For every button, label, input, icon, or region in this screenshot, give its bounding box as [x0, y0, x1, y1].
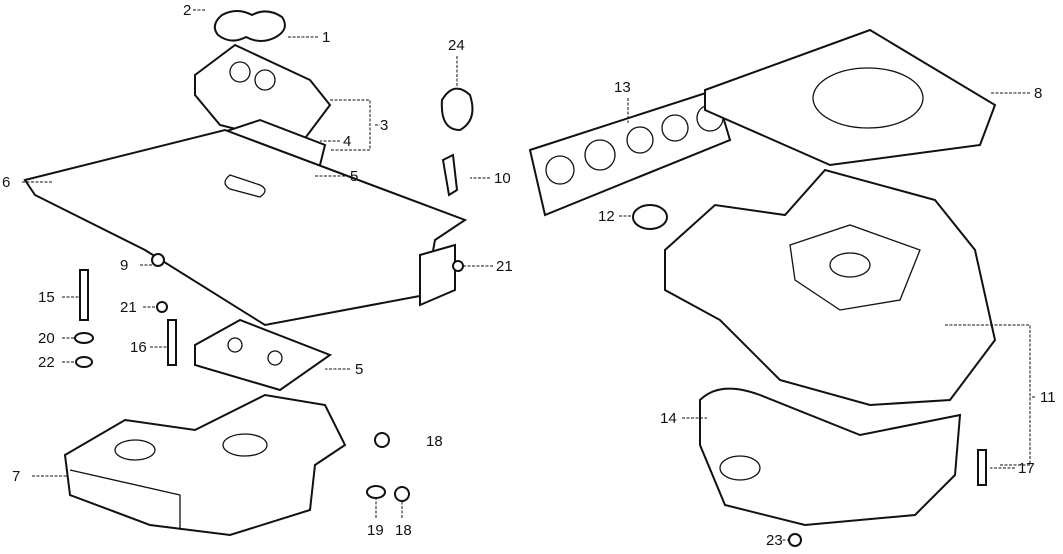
exhaust-manifold [664, 168, 997, 407]
heat-shield-plate [23, 128, 468, 327]
callout-4: 4 [343, 133, 351, 150]
callout-21: 21 [496, 258, 513, 275]
lower-heat-shield [699, 387, 987, 547]
callout-22: 22 [38, 354, 55, 371]
callout-15: 15 [38, 289, 55, 306]
callout-13: 13 [614, 79, 631, 96]
intake-manifold [63, 393, 347, 537]
callout-18: 18 [395, 522, 412, 539]
callout-6: 6 [2, 174, 10, 191]
callout-8: 8 [1034, 85, 1042, 102]
callout-21: 21 [120, 299, 137, 316]
callout-19: 19 [367, 522, 384, 539]
callout-11: 11 [1040, 389, 1056, 406]
callout-5: 5 [350, 168, 358, 185]
callout-1: 1 [322, 29, 330, 46]
callout-7: 7 [12, 468, 20, 485]
callout-16: 16 [130, 339, 147, 356]
callout-2: 2 [183, 2, 191, 19]
callout-24: 24 [448, 37, 465, 54]
lower-gasket [194, 318, 333, 392]
leader-lines [22, 9, 1035, 541]
exhaust-manifold-gasket [528, 88, 732, 217]
callout-12: 12 [598, 208, 615, 225]
fasteners [74, 87, 474, 502]
callout-5: 5 [355, 361, 363, 378]
callout-18: 18 [426, 433, 443, 450]
callout-14: 14 [660, 410, 677, 427]
heat-shield-upper [704, 28, 997, 167]
callout-17: 17 [1018, 460, 1035, 477]
callout-20: 20 [38, 330, 55, 347]
callout-3: 3 [380, 117, 388, 134]
exhaust-gasket-ring [632, 204, 668, 230]
callout-10: 10 [494, 170, 511, 187]
callout-9: 9 [120, 257, 128, 274]
callout-23: 23 [766, 532, 783, 549]
